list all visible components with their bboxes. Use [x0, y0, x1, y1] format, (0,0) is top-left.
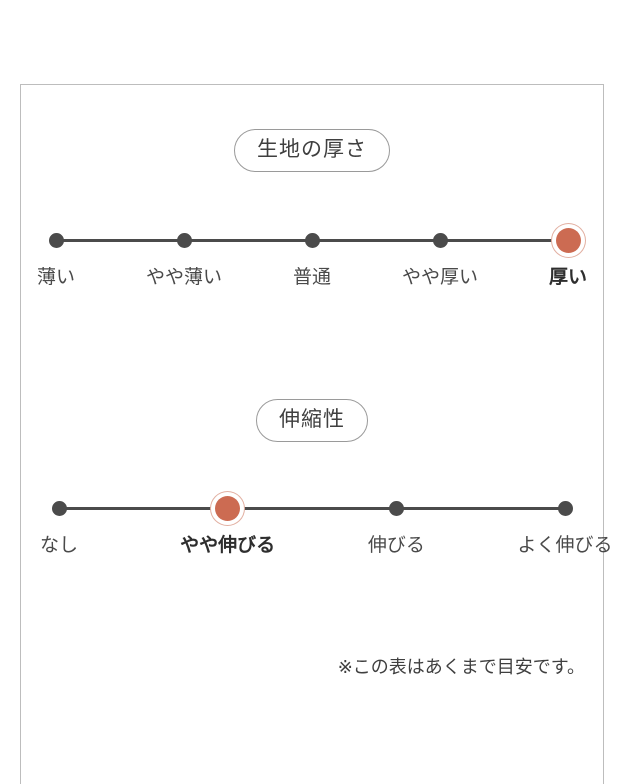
dot-icon	[304, 232, 320, 248]
dot-icon	[176, 232, 192, 248]
thickness-heading-row: 生地の厚さ	[21, 129, 603, 172]
selected-dot-icon	[215, 495, 241, 521]
thickness-point-0[interactable]	[36, 220, 76, 260]
stretch-label-3: よく伸びる	[517, 534, 613, 556]
stretch-label-2: 伸びる	[367, 534, 425, 556]
dot-icon	[48, 232, 64, 248]
stretch-heading-pill: 伸縮性	[256, 399, 368, 442]
dot-icon	[557, 500, 573, 516]
thickness-point-4[interactable]	[548, 220, 588, 260]
thickness-slider-track[interactable]	[48, 218, 581, 262]
thickness-label-1: やや薄い	[145, 266, 223, 288]
stretch-point-0[interactable]	[39, 488, 79, 528]
stretch-track-line	[59, 507, 565, 510]
stretch-point-1[interactable]	[208, 488, 248, 528]
stretch-label-list: なし やや伸びる 伸びる よく伸びる	[40, 530, 613, 560]
stretch-scale-block: 伸縮性 なし やや伸びる 伸びる よく伸びる	[21, 399, 613, 560]
thickness-point-list	[48, 218, 581, 262]
dot-icon	[432, 232, 448, 248]
dot-icon	[388, 500, 404, 516]
stretch-point-list	[51, 486, 573, 530]
stretch-heading-row: 伸縮性	[21, 399, 603, 442]
thickness-label-0: 薄い	[36, 266, 76, 288]
thickness-label-2: 普通	[292, 266, 332, 288]
stretch-point-3[interactable]	[545, 488, 585, 528]
thickness-heading-pill: 生地の厚さ	[234, 129, 390, 172]
thickness-scale-block: 生地の厚さ 薄い やや薄い 普通 やや厚い 厚い	[21, 129, 603, 292]
thickness-label-4: 厚い	[548, 266, 588, 288]
thickness-label-list: 薄い やや薄い 普通 やや厚い 厚い	[37, 262, 587, 292]
thickness-point-2[interactable]	[292, 220, 332, 260]
thickness-label-3: やや厚い	[401, 266, 479, 288]
fabric-spec-panel: 生地の厚さ 薄い やや薄い 普通 やや厚い 厚い 伸縮性 なし やや伸びる 伸びる よく伸びる…	[20, 84, 613, 784]
selected-dot-icon	[555, 227, 581, 253]
dot-icon	[51, 500, 67, 516]
chart-footnote: ※この表はあくまで目安です。	[337, 657, 585, 678]
stretch-label-0: なし	[39, 534, 79, 556]
thickness-point-3[interactable]	[420, 220, 460, 260]
thickness-point-1[interactable]	[164, 220, 204, 260]
stretch-point-2[interactable]	[376, 488, 416, 528]
stretch-label-1: やや伸びる	[180, 534, 276, 556]
stretch-slider-track[interactable]	[51, 486, 573, 530]
